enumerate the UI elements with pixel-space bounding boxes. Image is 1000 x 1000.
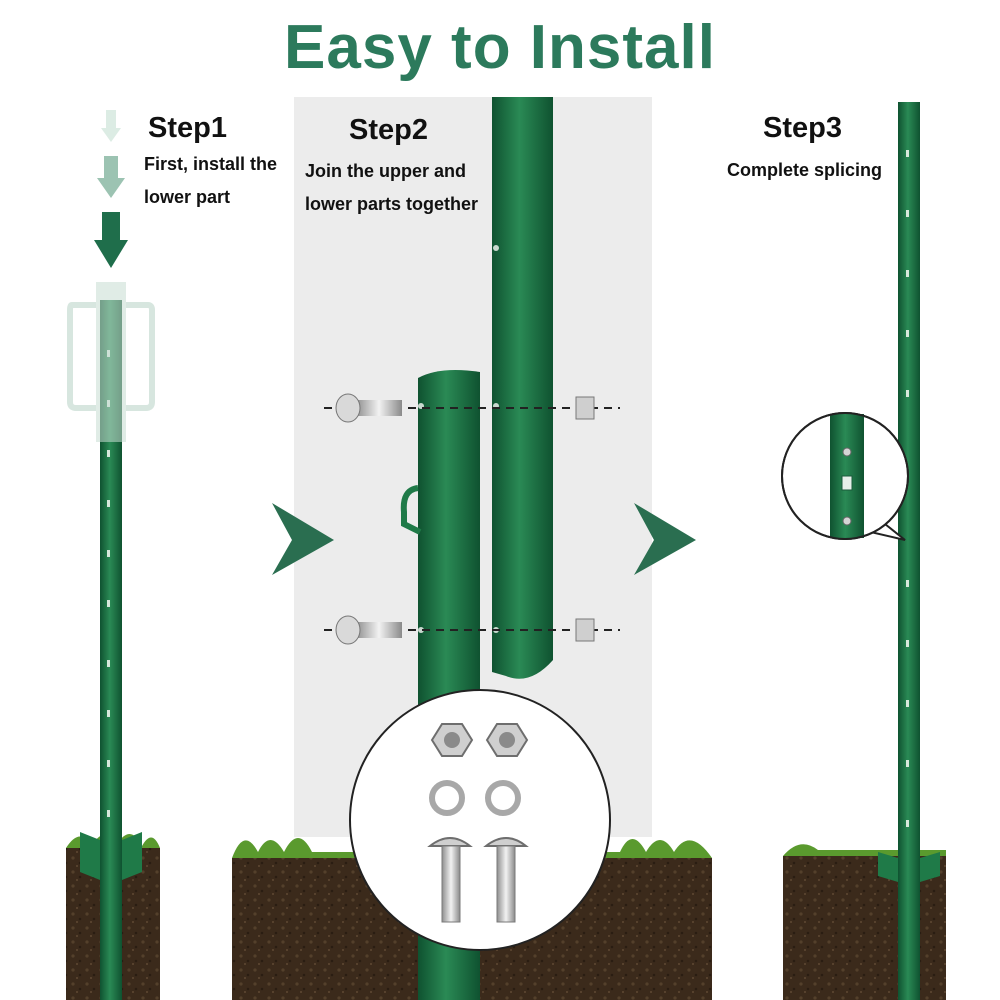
step2-title: Step2 xyxy=(349,114,428,146)
page-title: Easy to Install xyxy=(284,13,716,82)
step2-description-line1: Join the upper and xyxy=(305,161,467,181)
hex-nut-icon xyxy=(430,723,529,757)
screw-icon xyxy=(427,837,529,923)
right-chevron-icon xyxy=(272,503,334,575)
post-driver xyxy=(67,282,155,442)
step1-title: Step1 xyxy=(148,112,227,144)
step1-scene xyxy=(66,110,160,1000)
step3-title: Step3 xyxy=(763,112,842,144)
bolt-icon xyxy=(324,393,620,645)
right-chevron-icon xyxy=(634,503,696,575)
lock-washer-icon xyxy=(429,780,521,816)
step1-post xyxy=(100,300,122,1000)
step3-post xyxy=(898,102,920,1000)
step3-grass xyxy=(783,844,946,856)
upper-post xyxy=(492,97,553,679)
step1-description-line1: First, install the xyxy=(144,154,278,174)
step2-description-line2: lower parts together xyxy=(305,194,479,214)
step2-scene xyxy=(232,97,712,1000)
down-arrow-icon xyxy=(94,110,128,268)
step3-scene xyxy=(781,102,946,1000)
step3-description: Complete splicing xyxy=(727,160,883,180)
hardware-callout xyxy=(349,689,611,951)
step1-description-line2: lower part xyxy=(144,187,231,207)
magnifier-callout xyxy=(781,412,909,541)
